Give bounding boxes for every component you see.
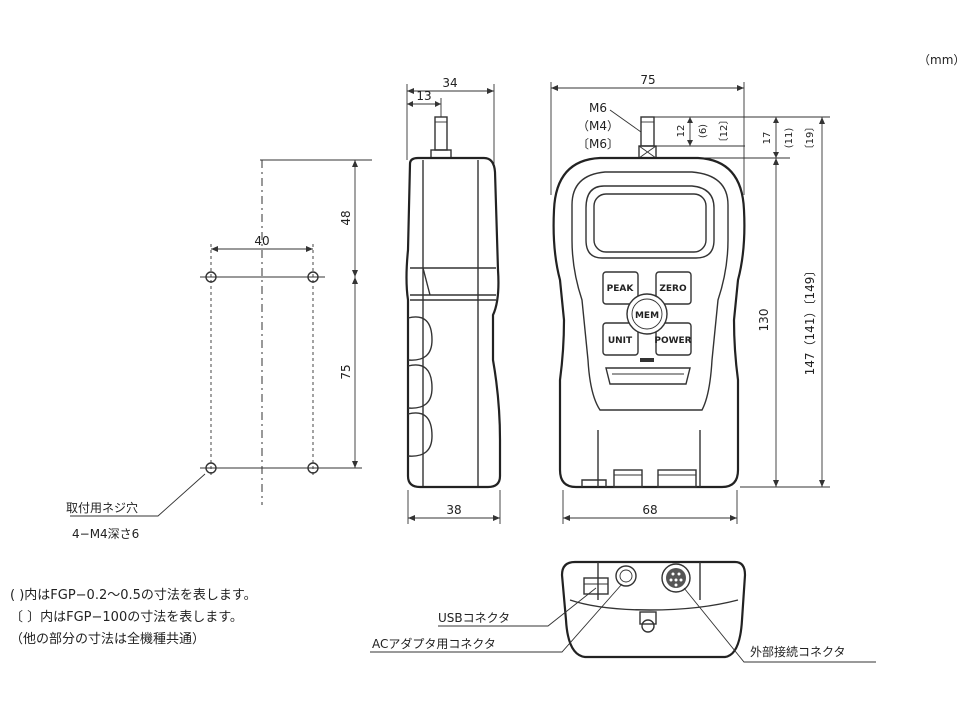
mount-hole-tr xyxy=(307,271,319,283)
mount-hole-tl xyxy=(205,271,217,283)
mount-holes-spec: 4−M4深さ6 xyxy=(72,527,139,541)
dim-probe-len-2: (6) xyxy=(698,124,709,138)
note-line-1: ( )内はFGP−0.2～0.5の寸法を表します。 xyxy=(10,588,257,603)
dim-hole-spacing-v: 75 xyxy=(339,364,353,379)
peak-button[interactable] xyxy=(602,271,639,305)
power-button-label: POWER xyxy=(654,336,691,346)
front-foot xyxy=(581,479,607,487)
front-probe xyxy=(640,116,655,147)
side-probe-base xyxy=(430,149,452,159)
bottom-view: USBコネクタ ACアダプタ用コネクタ 外部接続コネクタ xyxy=(370,560,876,663)
ext-leader xyxy=(683,587,876,663)
thread-leader xyxy=(609,109,642,133)
dim-probe-len-3: 〔12〕 xyxy=(718,115,730,148)
dim-side-width-top: 34 xyxy=(442,76,457,90)
dim-hole-to-top: 48 xyxy=(339,210,353,225)
unit-label: （mm） xyxy=(918,53,960,67)
zero-button-label: ZERO xyxy=(659,284,687,294)
mem-button-label: MEM xyxy=(635,311,659,321)
side-button-3 xyxy=(407,412,433,457)
front-port-1 xyxy=(613,469,643,488)
side-button-2 xyxy=(407,364,433,409)
dim-hole-spacing-h: 40 xyxy=(254,234,269,248)
ac-connector-label: ACアダプタ用コネクタ xyxy=(372,636,496,651)
mem-button-inner xyxy=(631,298,663,330)
bottom-body xyxy=(560,560,747,659)
side-view: 34 13 38 xyxy=(405,76,502,524)
ext-connector-label: 外部接続コネクタ xyxy=(750,644,846,659)
dim-probe-len-1: 12 xyxy=(676,125,687,138)
dim-arrows-probe-len xyxy=(687,117,693,146)
dim-front-width-bottom: 68 xyxy=(642,503,657,517)
side-button-1 xyxy=(407,316,433,361)
ac-leader xyxy=(370,583,623,653)
thread-label-m4: （M4） xyxy=(577,119,619,133)
front-probe-cross xyxy=(638,145,657,159)
indicator-led xyxy=(640,358,654,362)
dim-side-width-bottom: 38 xyxy=(446,503,461,517)
unit-button-label: UNIT xyxy=(608,336,633,346)
dim-tip-len-3: 〔19〕 xyxy=(804,122,816,155)
zero-button[interactable] xyxy=(655,271,692,305)
usb-connector-label: USBコネクタ xyxy=(438,611,510,625)
dim-total-height: 147（141）〔149〕 xyxy=(803,265,817,376)
dim-front-width-top: 75 xyxy=(640,73,655,87)
front-slot xyxy=(605,367,691,385)
display-outer xyxy=(585,185,715,259)
dim-tip-len-2: (11) xyxy=(784,128,795,149)
thread-label-m6: M6 xyxy=(589,101,607,115)
front-body xyxy=(552,156,746,489)
ac-port-inner xyxy=(619,569,633,583)
ac-port xyxy=(615,565,637,587)
dim-body-height: 130 xyxy=(757,309,771,332)
note-line-2: 〔 〕内はFGP−100の寸法を表します。 xyxy=(10,610,243,625)
usb-port xyxy=(583,577,609,595)
side-body xyxy=(405,156,502,489)
front-port-2 xyxy=(657,469,697,488)
mount-hole-br xyxy=(307,462,319,474)
dim-side-probe-offset: 13 xyxy=(416,89,431,103)
mem-button[interactable] xyxy=(626,293,668,335)
front-view: 75 M6 （M4） 〔M6〕 12 (6) 〔12〕 17 (11) 〔19〕 xyxy=(550,73,830,524)
mount-hole-leader xyxy=(70,473,206,517)
thread-label-m6-alt: 〔M6〕 xyxy=(577,137,619,151)
unit-button[interactable] xyxy=(602,322,639,356)
side-body-seam-slant xyxy=(422,267,431,296)
dim-tip-len-1: 17 xyxy=(762,132,773,145)
ext-port-pins xyxy=(666,568,686,588)
bottom-hole xyxy=(641,619,655,633)
mount-hole-pattern: 40 48 75 取付用ネジ穴 4−M4深さ6 xyxy=(66,159,372,541)
mount-holes-label: 取付用ネジ穴 xyxy=(66,500,138,515)
note-line-3: （他の部分の寸法は全機種共通） xyxy=(10,632,206,647)
usb-leader xyxy=(438,587,597,627)
front-panel xyxy=(571,171,729,411)
display-screen xyxy=(593,193,707,253)
peak-button-label: PEAK xyxy=(607,284,635,294)
power-button[interactable] xyxy=(655,322,692,356)
bottom-hole-tab xyxy=(639,611,657,625)
mount-hole-bl xyxy=(205,462,217,474)
ext-port xyxy=(661,563,691,593)
bottom-curve xyxy=(569,599,739,611)
